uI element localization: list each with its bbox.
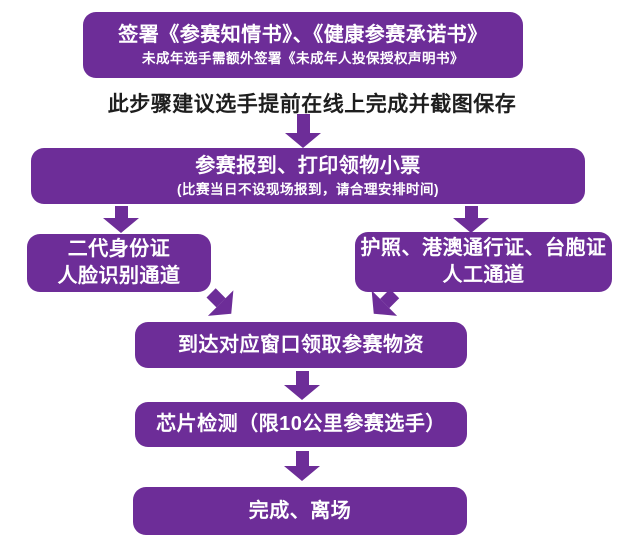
arrow-stem [295,451,309,466]
node-id-face-channel: 二代身份证 人脸识别通道 [27,234,211,292]
arrow-stem [296,114,310,133]
node-finish-title: 完成、离场 [248,499,352,522]
arrow-stem [464,206,478,218]
node-checkin-subtitle: (比赛当日不设现场报到，请合理安排时间) [177,182,439,197]
arrow-stem [295,371,309,385]
node-sign-documents-title: 签署《参赛知情书》、《健康参赛承诺书》 [118,24,488,46]
node-pickup-window: 到达对应窗口领取参赛物资 [135,322,467,368]
arrow-stem [114,206,128,218]
arrow-sign-to-checkin-icon [285,114,321,148]
node-passport-manual-channel: 护照、港澳通行证、台胞证 人工通道 [355,232,612,292]
node-pickup-window-title: 到达对应窗口领取参赛物资 [178,333,424,356]
arrow-checkin-to-id-channel-icon [103,206,139,233]
node-finish: 完成、离场 [133,487,467,535]
arrow-head [285,133,321,148]
arrow-head [453,218,489,233]
node-passport-manual-channel-line1: 护照、港澳通行证、台胞证 [360,237,607,259]
node-passport-manual-channel-line2: 人工通道 [442,264,525,286]
node-chip-check-title: 芯片检测（限10公里参赛选手） [156,413,446,435]
node-checkin-title: 参赛报到、打印领物小票 [195,155,421,177]
node-id-face-channel-line2: 人脸识别通道 [57,265,181,287]
node-checkin: 参赛报到、打印领物小票 (比赛当日不设现场报到，请合理安排时间) [31,148,585,204]
arrow-chip-to-finish-icon [284,451,320,481]
arrow-head [103,218,139,233]
note-online-tip: 此步骤建议选手提前在线上完成并截图保存 [107,93,517,116]
arrow-pickup-to-chip-icon [284,371,320,400]
node-sign-documents-subtitle: 未成年选手需额外签署《未成年人投保授权声明书》 [142,51,464,66]
arrow-head [284,385,320,400]
node-chip-check: 芯片检测（限10公里参赛选手） [135,402,467,447]
arrow-head [284,466,320,481]
node-id-face-channel-line1: 二代身份证 [67,238,171,260]
arrow-checkin-to-manual-channel-icon [453,206,489,233]
node-sign-documents: 签署《参赛知情书》、《健康参赛承诺书》 未成年选手需额外签署《未成年人投保授权声… [83,12,523,78]
